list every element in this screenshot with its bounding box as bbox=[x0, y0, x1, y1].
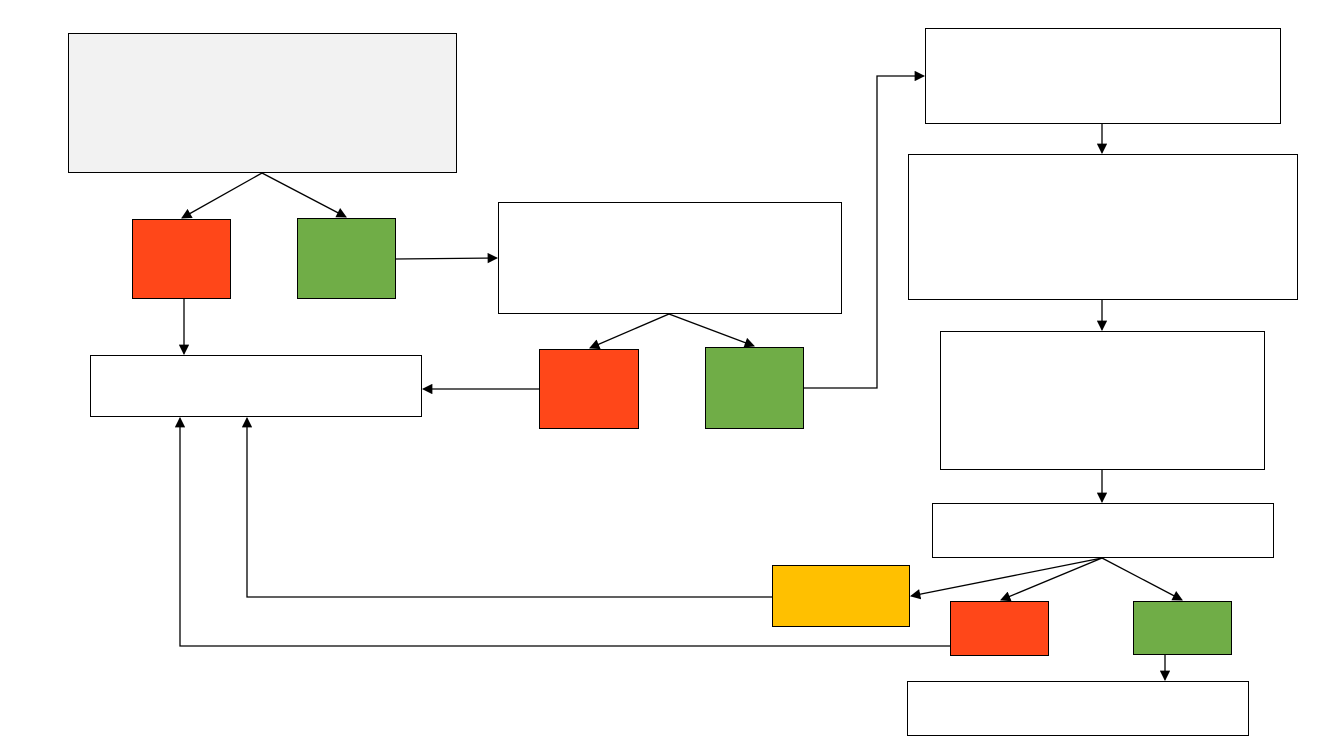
red-decision-2 bbox=[539, 349, 639, 429]
start-box bbox=[68, 33, 457, 173]
arrow-yellow-3-to-outcome bbox=[241, 416, 772, 598]
process-box-right-3 bbox=[940, 331, 1265, 470]
arrow-green-1-to-process-middle bbox=[395, 252, 499, 264]
final-box bbox=[907, 681, 1249, 736]
arrow-right-4-to-yellow-3 bbox=[909, 557, 1103, 600]
process-box-middle bbox=[498, 202, 842, 314]
arrow-right-4-to-red-3 bbox=[1000, 557, 1103, 602]
process-box-right-2 bbox=[908, 154, 1298, 300]
process-box-right-1 bbox=[925, 28, 1281, 124]
arrow-green-2-to-process-right-1 bbox=[804, 70, 926, 389]
process-box-right-4 bbox=[932, 503, 1274, 558]
yellow-decision-3 bbox=[772, 565, 910, 627]
outcome-box-left bbox=[90, 355, 422, 417]
arrow-red-3-to-outcome bbox=[174, 416, 950, 647]
arrow-process-middle-to-green-2 bbox=[668, 313, 755, 348]
green-decision-3 bbox=[1133, 601, 1232, 655]
red-decision-3 bbox=[950, 601, 1049, 656]
arrow-start-to-red-1 bbox=[181, 172, 263, 219]
red-decision-1 bbox=[132, 219, 231, 299]
green-decision-2 bbox=[705, 347, 804, 429]
arrow-start-to-green-1 bbox=[261, 172, 347, 218]
arrow-process-middle-to-red-2 bbox=[589, 313, 670, 350]
green-decision-1 bbox=[297, 218, 396, 299]
arrow-right-4-to-green-3 bbox=[1101, 557, 1183, 601]
